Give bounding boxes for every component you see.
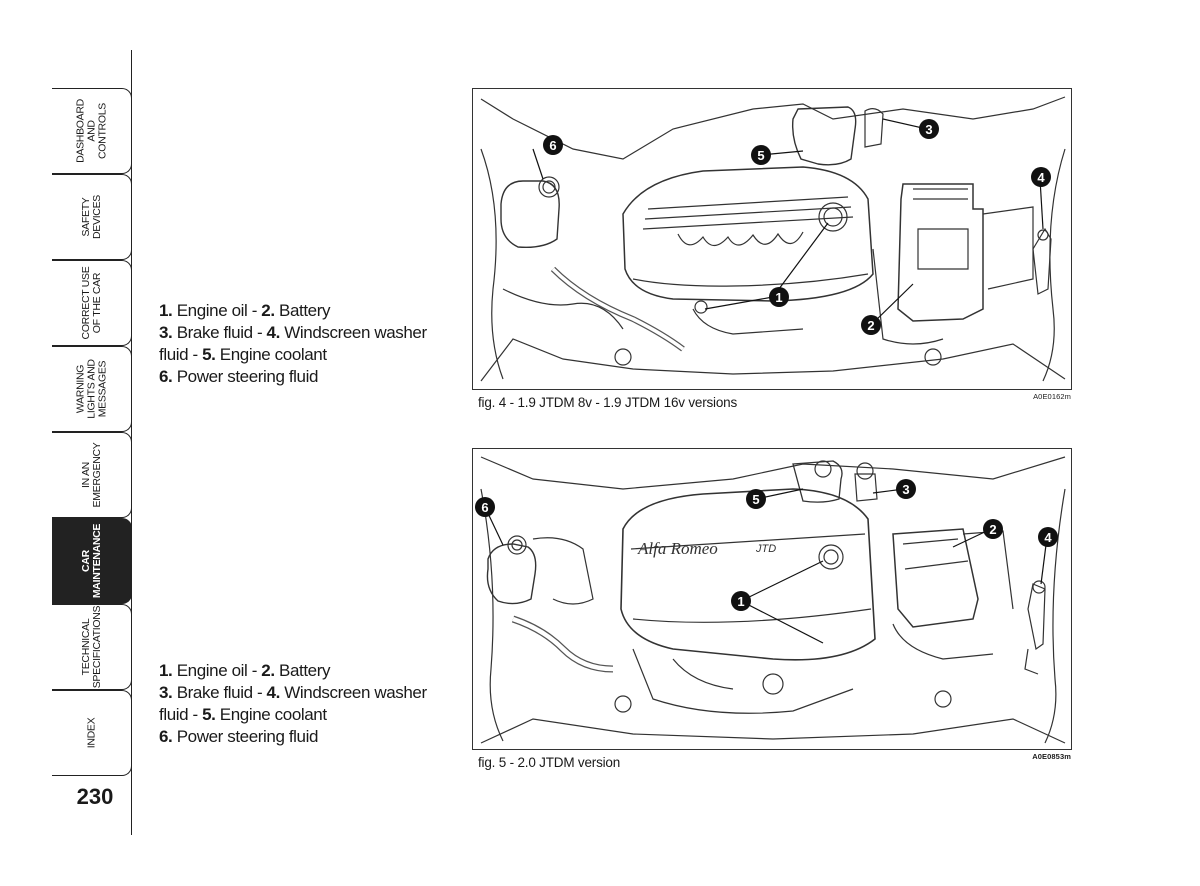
engine-bay-illustration-1: 1 2 3 4 5 6 — [472, 88, 1072, 390]
svg-text:1: 1 — [737, 594, 744, 609]
svg-text:4: 4 — [1044, 530, 1052, 545]
svg-text:6: 6 — [481, 500, 488, 515]
legend-number: 1. — [159, 301, 173, 320]
engine-cover-logo: Alfa Romeo — [637, 539, 718, 558]
legend-text: Engine oil - — [172, 661, 262, 680]
legend-text: Windscreen washer — [279, 323, 427, 342]
tab-dashboard-and-controls[interactable]: DASHBOARD AND CONTROLS — [52, 88, 132, 174]
svg-text:5: 5 — [752, 492, 759, 507]
tab-safety-devices[interactable]: SAFETY DEVICES — [52, 174, 132, 260]
legend-text: fluid - — [159, 705, 203, 724]
legend-number: 5. — [202, 345, 216, 364]
svg-text:5: 5 — [757, 148, 764, 163]
legend-number: 2. — [261, 661, 275, 680]
legend-number: 3. — [159, 683, 173, 702]
legend-text: Engine coolant — [215, 705, 327, 724]
tab-warning-lights-and-messages[interactable]: WARNING LIGHTS AND MESSAGES — [52, 346, 132, 432]
callout-6: 6 — [543, 135, 563, 155]
svg-text:4: 4 — [1037, 170, 1045, 185]
svg-text:1: 1 — [775, 290, 782, 305]
callout-5: 5 — [746, 489, 766, 509]
legend-number: 3. — [159, 323, 173, 342]
legend-text: Battery — [274, 661, 331, 680]
engine-cover-badge: JTD — [755, 543, 776, 555]
callout-2: 2 — [861, 315, 881, 335]
figure-caption-1: fig. 4 - 1.9 JTDM 8v - 1.9 JTDM 16v vers… — [478, 395, 738, 410]
legend-number: 6. — [159, 727, 173, 746]
svg-text:2: 2 — [989, 522, 996, 537]
svg-text:3: 3 — [902, 482, 909, 497]
svg-text:2: 2 — [867, 318, 874, 333]
callout-5: 5 — [751, 145, 771, 165]
callout-4: 4 — [1038, 527, 1058, 547]
callout-3: 3 — [896, 479, 916, 499]
callout-1: 1 — [769, 287, 789, 307]
legend-text: Battery — [274, 301, 331, 320]
figure-caption-2: fig. 5 - 2.0 JTDM version — [478, 755, 621, 770]
engine-bay-illustration-2: Alfa Romeo JTD — [472, 448, 1072, 750]
tab-in-an-emergency[interactable]: IN AN EMERGENCY — [52, 432, 132, 518]
legend-number: 5. — [202, 705, 216, 724]
svg-text:6: 6 — [549, 138, 556, 153]
legend-number: 6. — [159, 367, 173, 386]
legend-text: fluid - — [159, 345, 203, 364]
callout-3: 3 — [919, 119, 939, 139]
legend-number: 2. — [261, 301, 275, 320]
legend-block-1: 1. Engine oil - 2. Battery 3. Brake flui… — [159, 300, 459, 388]
legend-text: Brake fluid - — [172, 323, 267, 342]
legend-text: Power steering fluid — [172, 727, 319, 746]
figure-code-1: A0E0162m — [1033, 392, 1071, 401]
legend-text: Windscreen washer — [279, 683, 427, 702]
legend-number: 1. — [159, 661, 173, 680]
callout-2: 2 — [983, 519, 1003, 539]
tab-technical-specifications[interactable]: TECHNICAL SPECIFICATIONS — [52, 604, 132, 690]
legend-text: Engine oil - — [172, 301, 262, 320]
callout-4: 4 — [1031, 167, 1051, 187]
figure-code-2: A0E0853m — [1032, 752, 1071, 761]
tab-car-maintenance[interactable]: CAR MAINTENANCE — [52, 518, 132, 604]
legend-text: Power steering fluid — [172, 367, 319, 386]
callout-6: 6 — [475, 497, 495, 517]
legend-block-2: 1. Engine oil - 2. Battery 3. Brake flui… — [159, 660, 459, 748]
legend-number: 4. — [266, 683, 281, 702]
tab-correct-use-of-the-car[interactable]: CORRECT USE OF THE CAR — [52, 260, 132, 346]
svg-text:3: 3 — [925, 122, 932, 137]
page-number: 230 — [76, 784, 114, 809]
legend-text: Engine coolant — [215, 345, 327, 364]
legend-number: 4. — [266, 323, 281, 342]
callout-1: 1 — [731, 591, 751, 611]
legend-text: Brake fluid - — [172, 683, 267, 702]
tab-index[interactable]: INDEX — [52, 690, 132, 776]
